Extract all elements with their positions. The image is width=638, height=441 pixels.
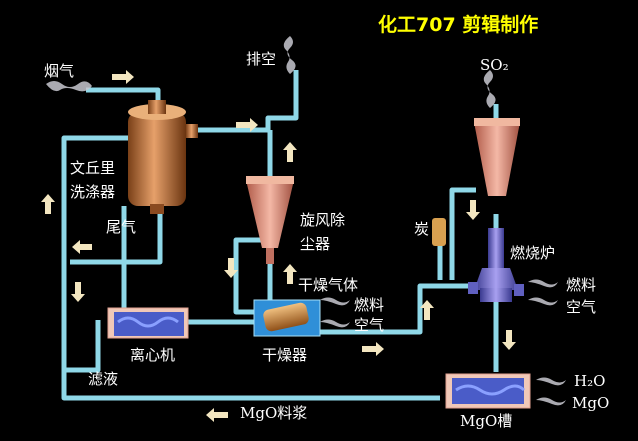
label-carbon: 炭 [414, 220, 430, 238]
label-fuel-furnace: 燃料 [566, 276, 597, 294]
label-air-dryer: 空气 [354, 316, 385, 334]
absorber-cone [474, 118, 520, 196]
label-venturi: 文丘里洗涤器 [70, 159, 116, 201]
pipe-filtrate [64, 320, 101, 373]
label-centrifuge: 离心机 [130, 346, 176, 364]
label-slurry: MgO料浆 [240, 404, 308, 422]
smoke-effects [46, 36, 566, 406]
label-h2o: H₂O [574, 372, 606, 390]
pipe-cone-loop [449, 187, 476, 280]
pipe-dryer-furnace [316, 283, 488, 335]
label-exhaust: 排空 [246, 50, 277, 68]
label-furnace: 燃烧炉 [510, 244, 556, 262]
cyclone-separator [246, 176, 294, 264]
label-tail-gas: 尾气 [106, 218, 137, 236]
label-cyclone: 旋风除尘器 [300, 211, 346, 253]
combustion-furnace [468, 228, 524, 302]
dryer-unit [253, 299, 321, 337]
pipe-slurry-return [61, 135, 440, 401]
pipe-exhaust [196, 70, 299, 133]
label-tank: MgO槽 [460, 412, 513, 430]
centrifuge-unit [107, 307, 189, 339]
title-banner: 化工707 剪辑制作 [378, 14, 539, 36]
label-dryer: 干燥器 [262, 346, 308, 364]
label-dry-gas: 干燥气体 [298, 276, 359, 294]
venturi-scrubber [128, 100, 198, 214]
flow-arrows [41, 70, 516, 422]
mgo-tank [445, 373, 531, 409]
label-mgo: MgO [572, 394, 610, 412]
label-flue-gas: 烟气 [44, 62, 75, 80]
label-fuel-dryer: 燃料 [354, 296, 385, 314]
label-air-furnace: 空气 [566, 298, 597, 316]
pipe-cyclone-dryer [233, 237, 268, 315]
label-so2: SO₂ [480, 56, 509, 74]
label-filtrate: 滤液 [88, 370, 119, 388]
carbon-hopper [432, 218, 446, 246]
pipe-tail-gas [70, 206, 163, 265]
